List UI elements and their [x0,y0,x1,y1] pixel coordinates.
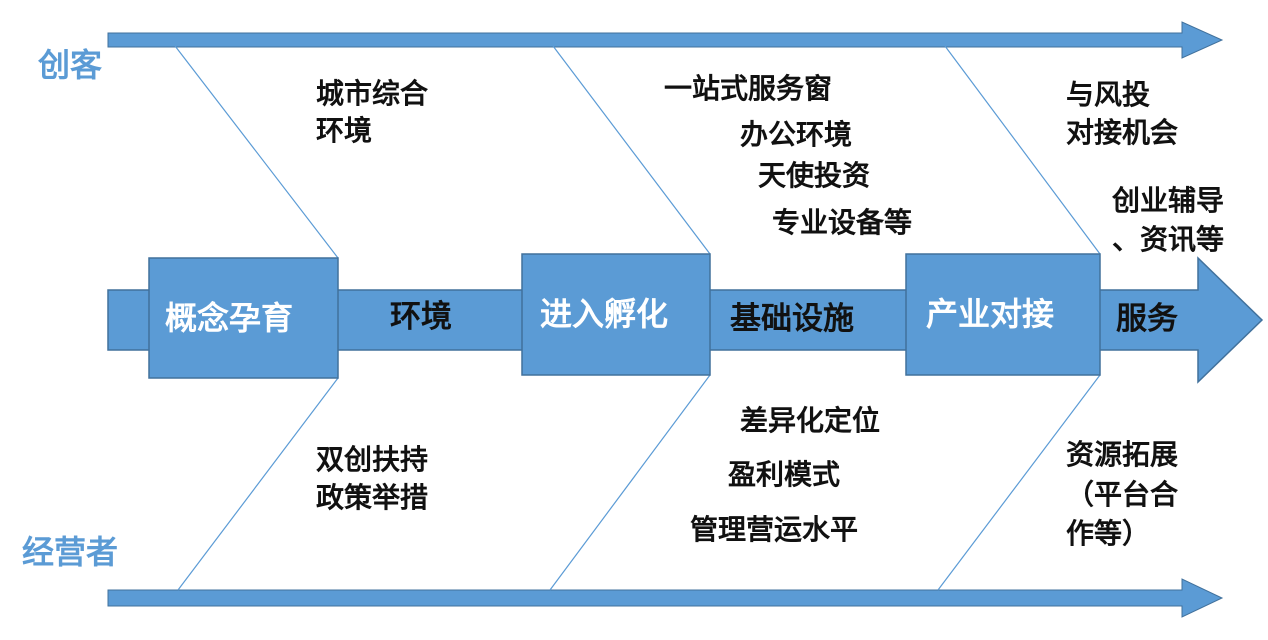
top-note-2-line-1: 一站式服务窗 [664,72,833,105]
top-flow-arrow [107,21,1224,59]
bottom-note-1-line-2: 政策举措 [316,481,429,514]
top-note-2-line-2: 办公环境 [740,118,853,151]
top-note-3-line-1: 与风投 [1066,78,1151,111]
bottom-note-2-line-1: 差异化定位 [740,404,881,437]
chevron-line-3-bottom [937,374,1101,591]
segment-1-label: 环境 [390,299,452,335]
chevron-line-1-bottom [177,377,339,591]
bottom-note-3-line-2: （平台合 [1066,478,1179,511]
bottom-note-2-line-3: 管理营运水平 [690,513,859,546]
chevron-line-1-top [171,41,339,259]
top-note-3-line-3: 创业辅导 [1112,184,1225,217]
top-note-3-line-4: 、资讯等 [1112,223,1225,256]
top-note-1-line-1: 城市综合 [316,77,429,110]
stage-box-2 [521,253,711,376]
bottom-note-3-line-1: 资源拓展 [1066,438,1179,471]
top-note-2-line-3: 天使投资 [758,159,871,192]
chevron-line-3-top [941,41,1101,255]
top-note-2-line-4: 专业设备等 [772,206,913,239]
bottom-note-1-line-1: 双创扶持 [316,443,429,476]
stage-1-label: 概念孕育 [165,299,294,337]
stage-3-label: 产业对接 [926,295,1055,333]
chevron-line-2-bottom [549,374,711,591]
stage-box-1 [148,257,339,379]
top-side-label: 创客 [38,46,103,84]
bottom-note-3-line-3: 作等） [1066,517,1151,550]
bottom-flow-arrow [107,578,1224,618]
top-note-3-line-2: 对接机会 [1066,116,1179,149]
stage-2-label: 进入孵化 [540,295,669,333]
top-note-1-line-2: 环境 [316,114,373,147]
chevron-line-2-top [549,41,711,255]
segment-3-label: 服务 [1116,301,1178,337]
bottom-side-label: 经营者 [22,533,119,571]
bottom-note-2-line-2: 盈利模式 [728,458,841,491]
stage-box-3 [905,253,1101,376]
segment-2-label: 基础设施 [730,301,854,337]
